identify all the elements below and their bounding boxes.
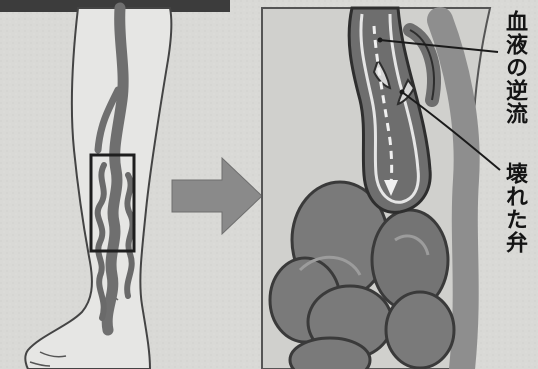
label-broken-valve: 壊れた弁 xyxy=(502,162,526,254)
leg-vein-varicose-right xyxy=(127,175,132,296)
label-blood-reflux: 血液の逆流 xyxy=(502,10,526,125)
magnified-view xyxy=(262,8,490,369)
